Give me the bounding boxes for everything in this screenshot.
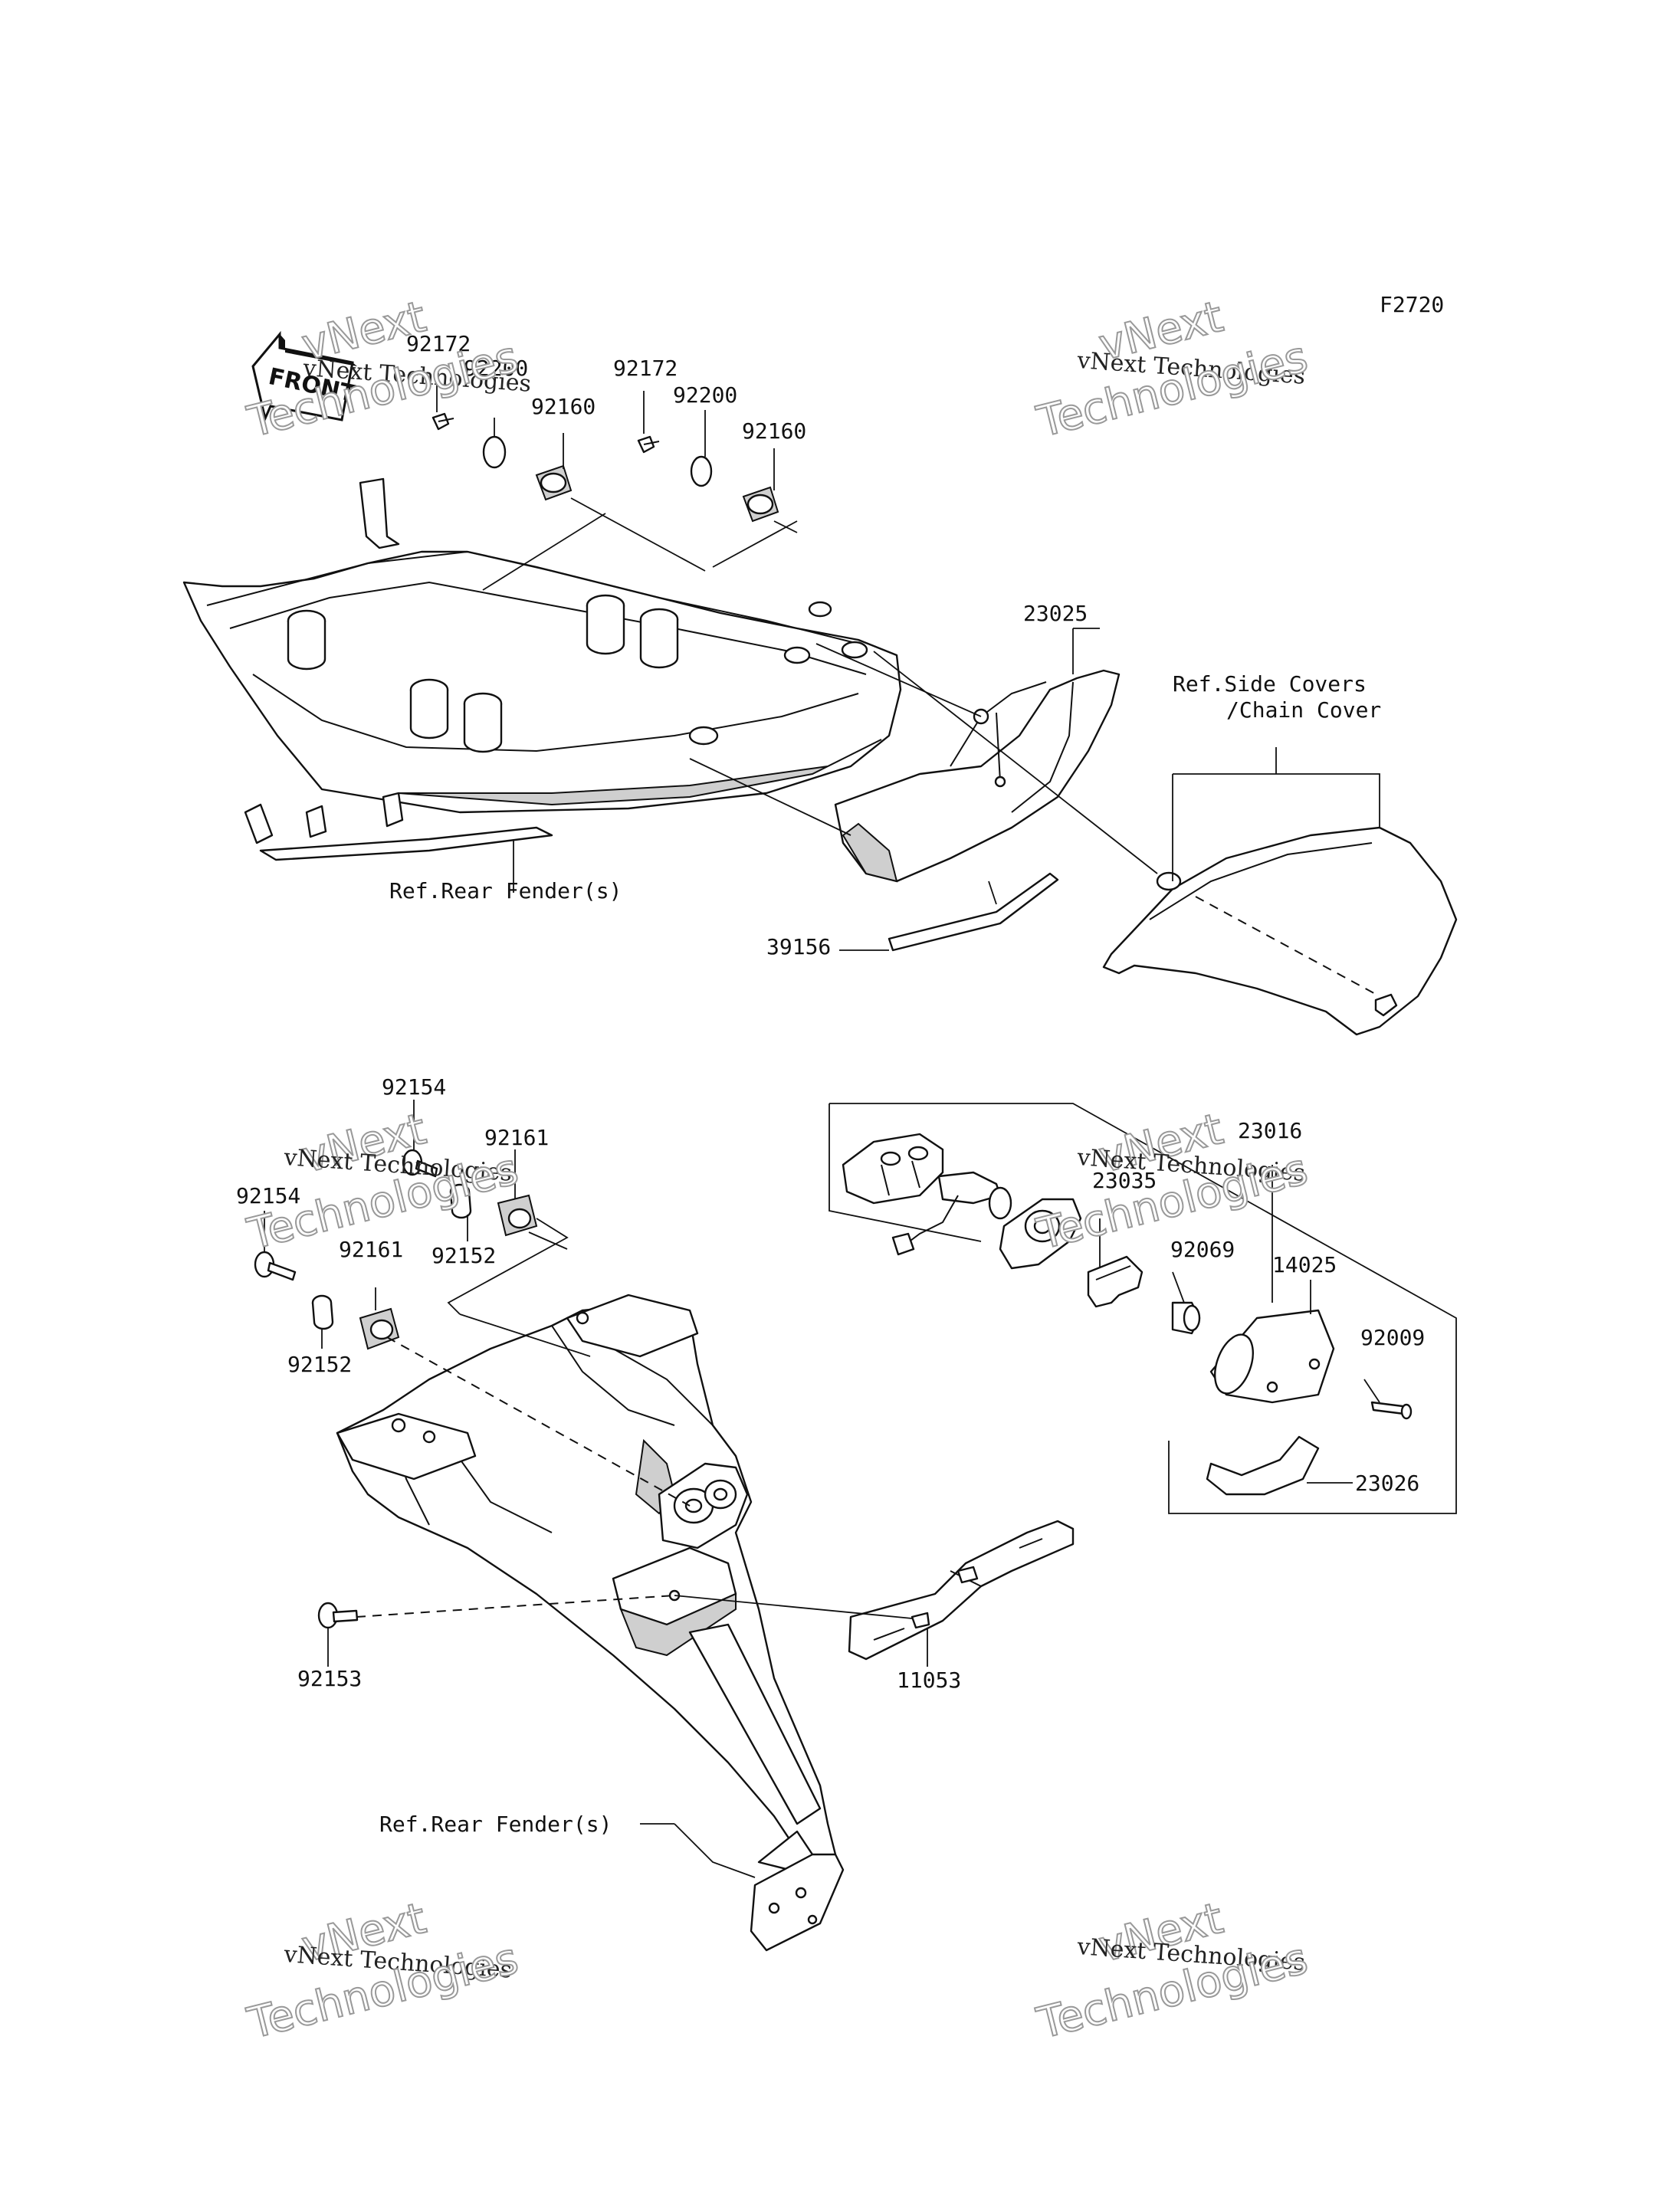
collar-92152-left [311,1294,334,1330]
label-ref-rear-fender-bottom: Ref.Rear Fender(s) [379,1812,612,1837]
label-14025: 14025 [1272,1252,1337,1277]
label-92160-b: 92160 [742,418,806,444]
top-leader-lines [436,372,1380,997]
tail-light-23025 [834,669,1121,883]
label-92161-a: 92161 [484,1125,549,1150]
socket-23035 [999,1198,1082,1270]
lens-cover-23026 [1206,1435,1320,1496]
bottom-labels: 92154 92161 92154 92152 92161 92152 2301… [236,1074,1425,1837]
screw-92172-left [431,412,454,431]
label-ref-rear-fender-top: Ref.Rear Fender(s) [389,878,622,903]
label-92154-b: 92154 [236,1183,300,1208]
rear-fender-upper [182,477,902,861]
label-92153: 92153 [297,1666,362,1691]
grommet-92160-left [535,464,573,501]
collar-92152-top [449,1183,472,1219]
grommet-92161-left [359,1307,400,1350]
rear-fender-lower [336,1294,845,1952]
label-92069: 92069 [1170,1237,1235,1262]
grommet-92161-top [497,1194,538,1237]
bolt-92153 [317,1602,359,1629]
label-92200-b: 92200 [673,382,737,408]
label-92172-b: 92172 [613,356,678,381]
watermark-bottom-left: vNext vNext Technologies Technologies [242,1893,524,2050]
lens-14025 [1209,1309,1335,1404]
label-92009: 92009 [1360,1325,1425,1350]
label-23025: 23025 [1023,601,1088,626]
watermark-bottom-right: vNext vNext Technologies Technologies [1032,1893,1314,2050]
label-ref-side-covers-1: Ref.Side Covers [1173,671,1367,697]
figure-code: F2720 [1380,292,1444,317]
washer-92200-left [482,435,507,469]
label-23026: 23026 [1355,1471,1419,1496]
grommet-92160-right [742,486,779,523]
label-11053: 11053 [897,1667,961,1693]
label-92161-b: 92161 [339,1237,403,1262]
screw-92172-right [637,435,660,454]
label-23016: 23016 [1238,1118,1302,1143]
top-labels: 92172 92200 92160 92172 92200 92160 2302… [389,331,1381,959]
inset-box [829,1103,1457,1514]
label-92200-a: 92200 [464,356,528,381]
bulb-92069 [1171,1301,1201,1335]
license-bracket-11053 [848,1520,1075,1661]
label-92154-a: 92154 [382,1074,446,1100]
washer-92200-right [690,455,713,487]
label-ref-side-covers-2: /Chain Cover [1226,697,1381,723]
label-92160-a: 92160 [531,394,596,419]
clip-part [1087,1255,1144,1308]
label-92152-b: 92152 [287,1352,352,1377]
watermark-top-right: vNext vNext Technologies Technologies [1032,291,1314,448]
label-39156: 39156 [766,934,831,959]
bolt-92154-top [402,1149,438,1178]
bolt-92154-left [254,1251,297,1281]
front-arrow-icon: FRONT [251,330,358,422]
label-92172-a: 92172 [406,331,471,356]
screw-92009 [1370,1401,1413,1420]
socket-housing-23016 [842,1133,1012,1256]
label-92152-a: 92152 [431,1243,496,1268]
lens-strip-39156 [888,872,1059,952]
bottom-leader-lines [264,1100,1380,1878]
label-23035: 23035 [1092,1168,1157,1193]
side-cover [1102,826,1458,1036]
